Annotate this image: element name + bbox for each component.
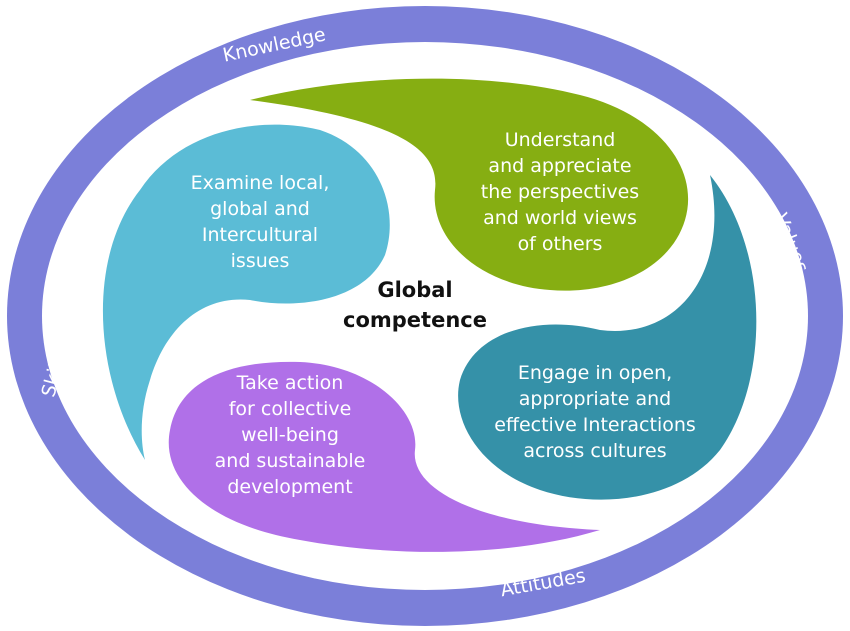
- petal-act-text: Take action for collective well-being an…: [195, 370, 385, 500]
- text-line: Understand: [504, 129, 616, 151]
- text-line: issues: [230, 250, 290, 272]
- text-line: of others: [517, 233, 603, 255]
- text-line: Engage in open,: [517, 362, 673, 384]
- text-line: appropriate and: [518, 388, 672, 410]
- text-line: Examine local,: [190, 172, 330, 194]
- petal-understand-text: Understand and appreciate the perspectiv…: [470, 127, 650, 257]
- text-line: for collective: [228, 398, 352, 420]
- center-title: Global competence: [325, 275, 505, 335]
- center-line: Global: [377, 278, 453, 302]
- text-line: global and: [210, 198, 310, 220]
- text-line: and world views: [483, 207, 637, 229]
- petal-examine: [102, 124, 390, 461]
- petal-understand: [250, 78, 689, 291]
- text-line: across cultures: [523, 440, 667, 462]
- text-line: the perspectives: [480, 181, 640, 203]
- center-line: competence: [343, 308, 487, 332]
- text-line: effective Interactions: [494, 414, 696, 436]
- text-line: and sustainable: [214, 450, 366, 472]
- text-line: well-being: [241, 424, 339, 446]
- petal-engage-text: Engage in open, appropriate and effectiv…: [480, 360, 710, 464]
- petal-examine-text: Examine local, global and Intercultural …: [170, 170, 350, 274]
- text-line: and appreciate: [488, 155, 632, 177]
- text-line: Intercultural: [201, 224, 319, 246]
- petal-act: [168, 361, 601, 552]
- petal-engage: [458, 175, 757, 500]
- text-line: development: [227, 476, 353, 498]
- text-line: Take action: [236, 372, 344, 394]
